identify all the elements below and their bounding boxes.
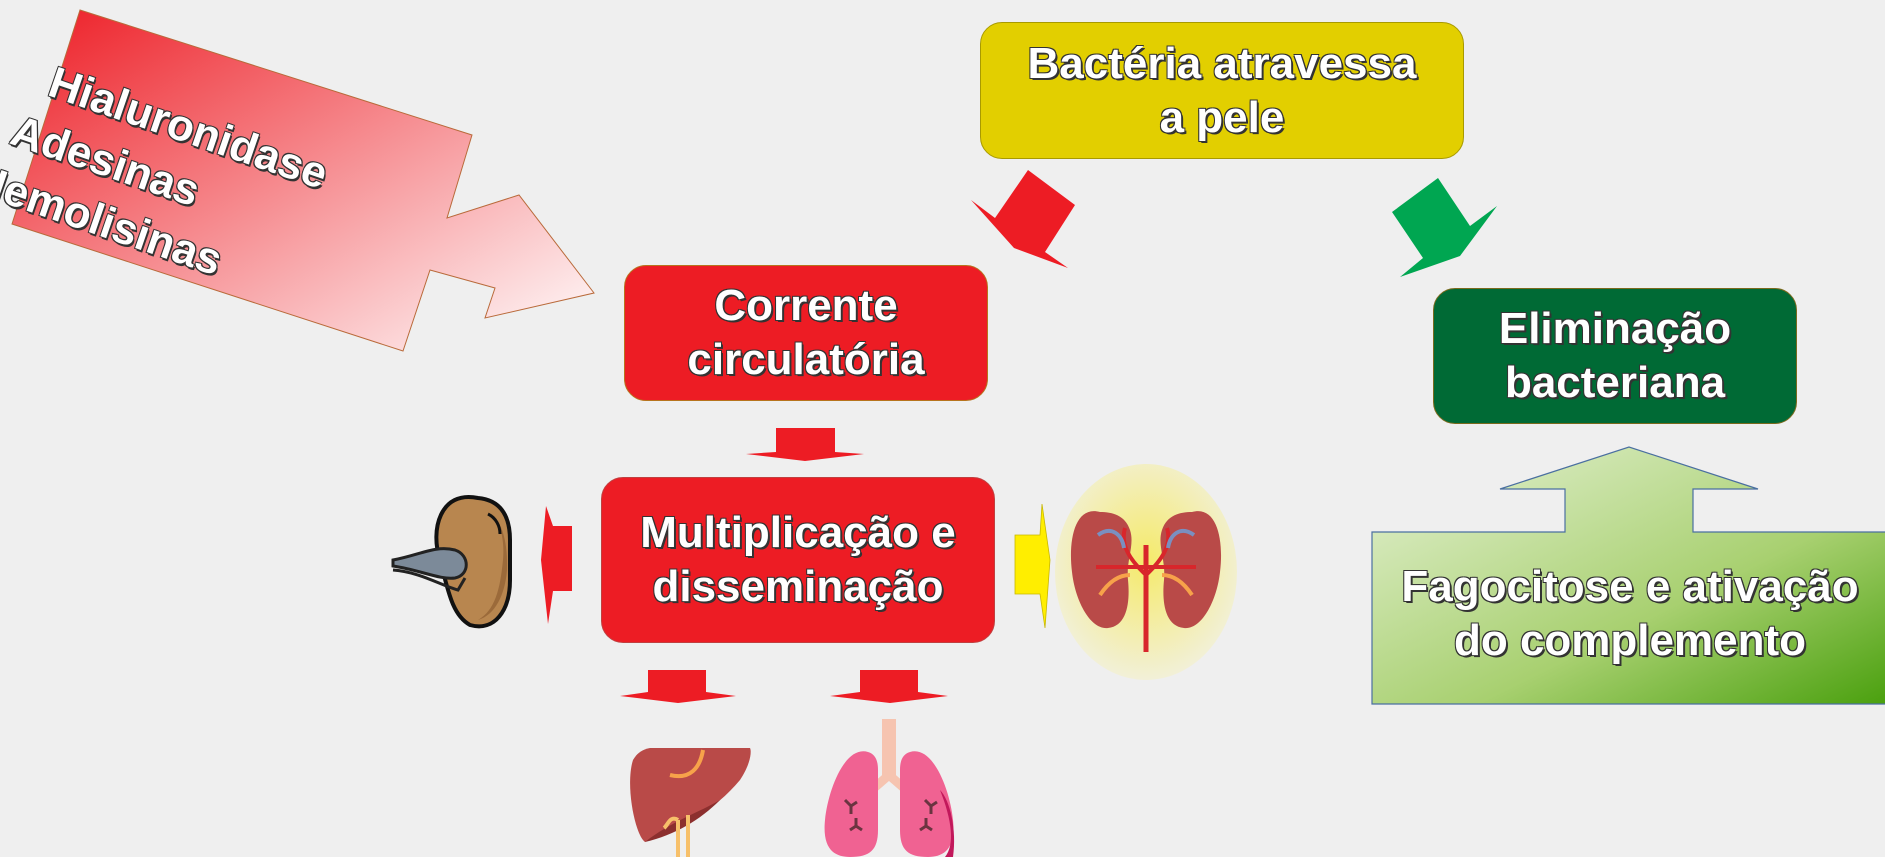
node-phagocytosis-label: Fagocitose e ativação do complemento [1401, 562, 1859, 665]
liver-icon [630, 748, 751, 857]
virulence-arrow [11, 9, 595, 352]
lungs-icon [824, 719, 955, 857]
arrow-to-kidneys [1014, 503, 1051, 629]
node-multiplication-label: Multiplicação e disseminação [640, 508, 956, 611]
node-elimination: Eliminação bacteriana [1433, 288, 1797, 424]
node-skin-entry: Bactéria atravessa a pele [980, 22, 1464, 159]
arrow-to-lungs [830, 670, 948, 703]
phagocytosis-arrow [1371, 446, 1885, 705]
arrow-skin-to-elimination [1392, 178, 1497, 277]
arrow-blood-to-multiplication [746, 428, 864, 461]
kidneys-icon [1070, 511, 1222, 652]
node-multiplication: Multiplicação e disseminação [601, 477, 995, 643]
node-elimination-label: Eliminação bacteriana [1498, 304, 1732, 407]
node-bloodstream-label: Corrente circulatória [687, 281, 925, 384]
arrow-to-spleen [541, 506, 572, 624]
node-skin-entry-label: Bactéria atravessa a pele [1027, 38, 1417, 142]
arrow-skin-to-blood [971, 170, 1075, 268]
node-bloodstream: Corrente circulatória [624, 265, 988, 401]
spleen-icon [391, 494, 512, 629]
arrow-to-liver [620, 670, 736, 703]
